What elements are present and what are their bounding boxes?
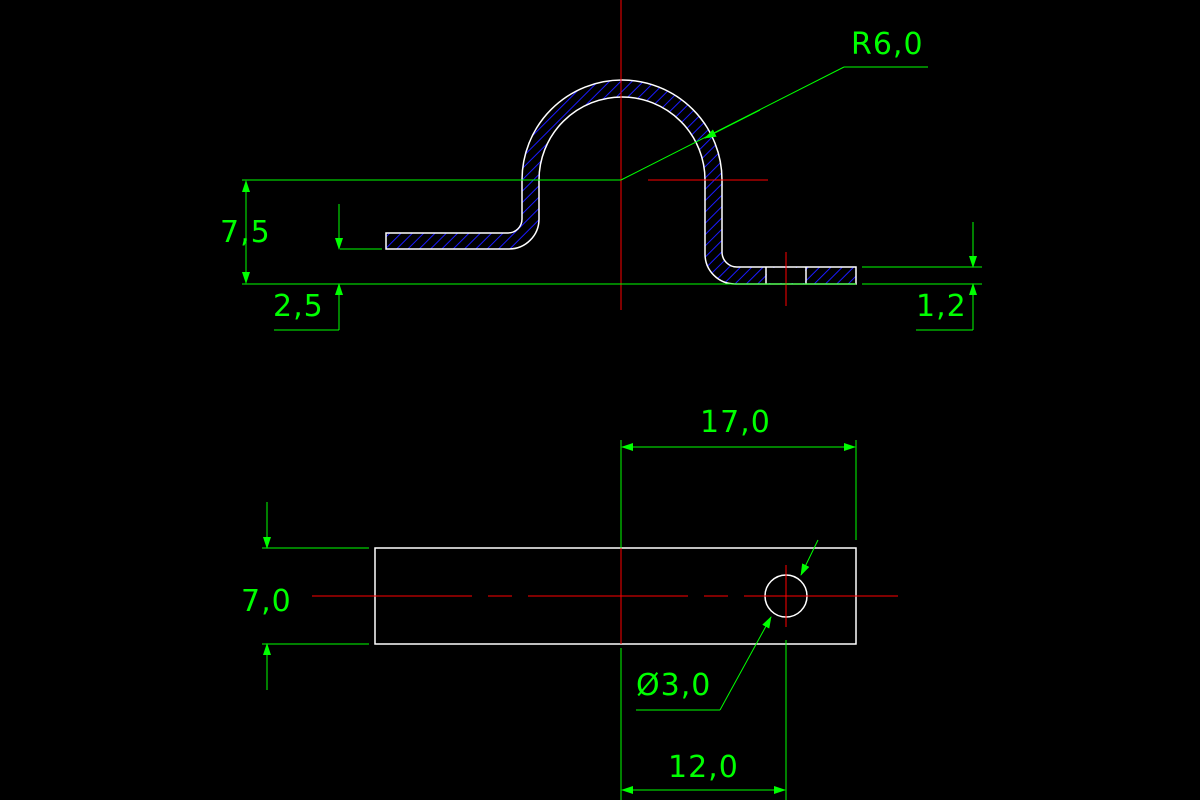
dim-width: 7,0 [241, 584, 292, 619]
dim-leader-radius-arrow [704, 109, 761, 139]
dim-length-overall: 17,0 [700, 405, 771, 440]
dim-hole-offset: 12,0 [668, 750, 739, 785]
top-view: 17,0 7,0 Ø3,0 12,0 [241, 405, 898, 800]
dim-height-total: 7,5 [220, 215, 271, 250]
dim-thickness: 1,2 [916, 289, 967, 324]
dim-hole-diameter: Ø3,0 [636, 668, 711, 703]
dim-radius: R6,0 [851, 27, 924, 62]
dim-leader-hole-outer [800, 539, 819, 576]
side-view: 7,5 2,5 1,2 R6,0 [220, 0, 982, 331]
dim-height-low: 2,5 [273, 289, 324, 324]
dim-leader-hole [719, 616, 772, 711]
